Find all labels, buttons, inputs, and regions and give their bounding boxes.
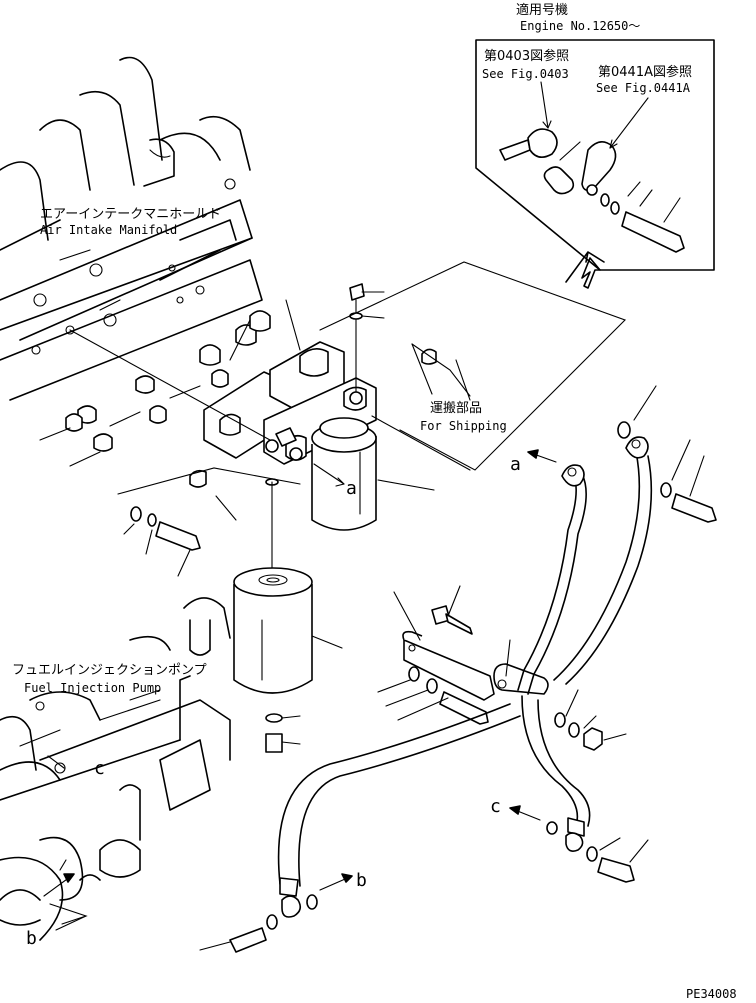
fig0441a-en: See Fig.0441A — [596, 81, 691, 95]
ref-a-filter: a — [346, 478, 357, 499]
pipe-bracket — [377, 585, 627, 751]
ref-b-pump: b — [26, 928, 37, 949]
ref-c-hose: c — [490, 796, 501, 817]
fuel-hoses — [277, 436, 653, 918]
mount-bolt-left — [123, 506, 201, 577]
fig0441a-jp: 第0441A図参照 — [598, 64, 692, 80]
drawing-number: PE34008 — [686, 987, 737, 1001]
head-leaders — [69, 261, 627, 521]
pump-label-en: Fuel Injection Pump — [24, 681, 161, 695]
filter-head-bracket — [189, 283, 471, 575]
ref-c-pump: c — [94, 758, 105, 779]
flow-arrows — [43, 449, 557, 931]
fig0403-en: See Fig.0403 — [482, 67, 569, 81]
ref-b-hose: b — [356, 870, 367, 891]
eye-bolts — [199, 385, 717, 953]
shipping-label-en: For Shipping — [420, 419, 507, 433]
fig0403-jp: 第0403図参照 — [484, 48, 569, 64]
intake-label-jp: エアーインテークマニホールド — [40, 207, 221, 222]
applicability-jp: 適用号機 — [516, 2, 568, 18]
air-intake-manifold — [0, 56, 271, 467]
pump-label-jp: フュエルインジェクションポンプ — [12, 663, 207, 678]
fuel-filter-cartridge — [233, 567, 343, 753]
inset-box — [475, 39, 715, 289]
shipping-label-jp: 運搬部品 — [430, 401, 482, 416]
applicability-en: Engine No.12650～ — [520, 19, 640, 33]
ref-a-hose: a — [510, 454, 521, 475]
intake-label-en: Air Intake Manifold — [40, 223, 177, 237]
fuel-injection-pump — [0, 597, 231, 941]
